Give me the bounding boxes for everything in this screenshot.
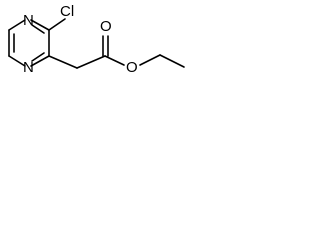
atom-cl: Cl	[60, 3, 74, 20]
atom-o-ester: O	[126, 59, 138, 76]
atom-o-carbonyl: O	[100, 18, 112, 35]
bond-c6-n1	[8, 19, 26, 31]
bond-n4-c5	[8, 55, 26, 67]
bond-c3-n4	[30, 55, 50, 67]
bond-carbonyl-oester	[104, 55, 125, 66]
structure-diagram: N N Cl O O	[0, 0, 250, 98]
atom-n-bottom: N	[23, 59, 34, 76]
bond-ethyl	[159, 54, 185, 68]
bond-c2-cl	[48, 18, 66, 31]
atom-n-top: N	[23, 12, 34, 29]
bond-inner-n1-c2	[31, 24, 45, 34]
bond-inner-c3-n4	[31, 52, 45, 62]
molecule-svg: N N Cl O O	[8, 3, 185, 76]
bond-c3-ch2	[48, 55, 78, 69]
bond-n1-c2	[30, 19, 50, 31]
bond-ch2-carbonyl	[76, 55, 106, 69]
bond-oester-ch2	[139, 54, 161, 66]
